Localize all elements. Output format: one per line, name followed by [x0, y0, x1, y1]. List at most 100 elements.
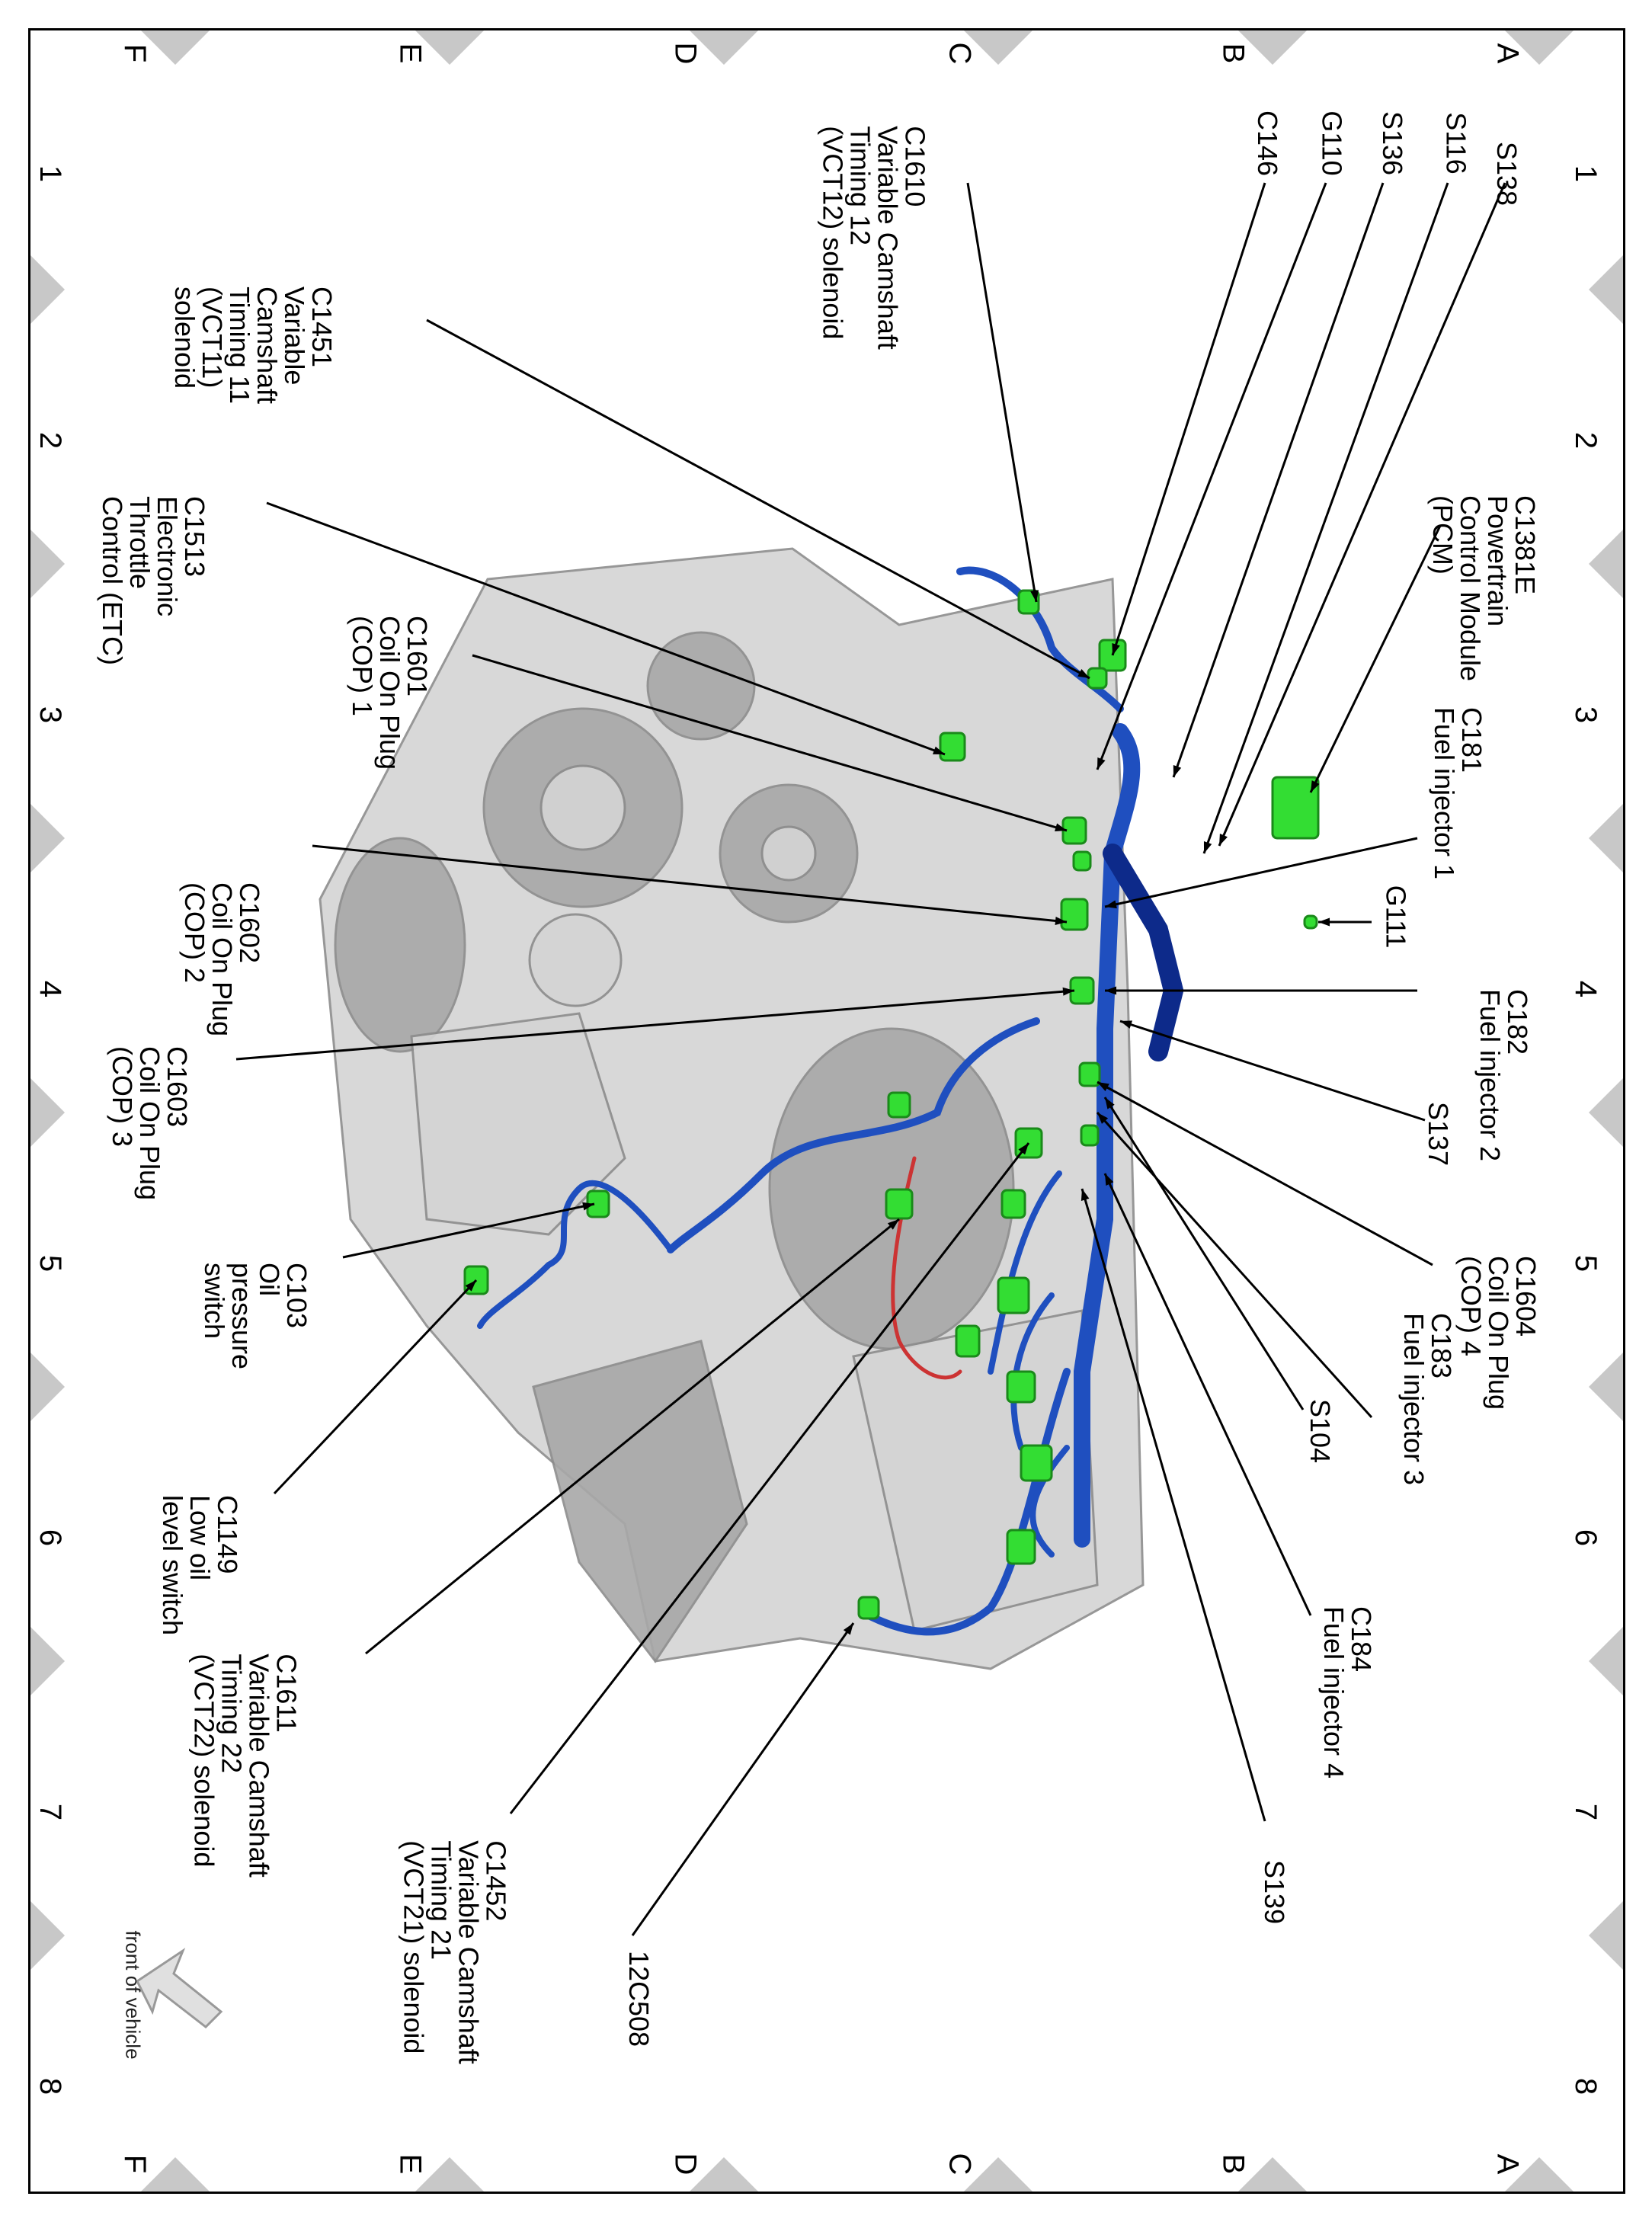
label-c1604: C1604 Coil On Plug (COP) 4 — [1455, 1255, 1542, 1410]
c181-connector — [1072, 850, 1092, 872]
leader-c1604 — [1097, 1081, 1433, 1266]
c1513-connector — [939, 732, 966, 762]
leader-g111-arrowhead — [1318, 917, 1330, 927]
leader-c182-arrowhead — [1105, 986, 1117, 995]
leader-c181-arrowhead — [1105, 900, 1117, 909]
leader-s137-arrowhead — [1120, 1020, 1132, 1029]
leader-c1610 — [966, 182, 1038, 603]
label-c1602: C1602 Coil On Plug (COP) 2 — [179, 882, 266, 1037]
label-c1149: C1149 Low oil level switch — [157, 1494, 244, 1636]
zone-marker-right-3 — [1589, 804, 1623, 872]
grid-row-label-bottom-e: E — [393, 2153, 427, 2175]
leader-c183-arrowhead — [1097, 1113, 1109, 1124]
leader-c146 — [1111, 182, 1266, 656]
grid-column-label-right-5: 5 — [1569, 1254, 1603, 1273]
label-s136: S136 — [1377, 110, 1409, 176]
leader-s138-arrowhead — [1219, 834, 1228, 846]
12c508-connector — [857, 1596, 880, 1620]
grid-column-label-left-4: 4 — [34, 980, 68, 998]
zone-marker-top-5 — [1238, 30, 1307, 65]
leader-c1602-arrowhead — [1055, 917, 1067, 925]
grid-row-label-top-c: C — [943, 42, 977, 65]
injector-harness-connector-e — [1006, 1529, 1036, 1565]
zone-marker-top-1 — [141, 30, 210, 65]
leader-c1611-arrowhead — [887, 1219, 899, 1230]
leader-c1451-arrowhead — [1077, 669, 1090, 678]
wiring-harness — [477, 566, 1184, 1636]
zone-marker-left-3 — [30, 804, 65, 872]
leader-c1602 — [312, 844, 1068, 924]
leader-c1381e — [1309, 525, 1442, 793]
zone-marker-bottom-1 — [141, 2157, 210, 2192]
grid-column-label-left-7: 7 — [34, 1803, 68, 1821]
zone-marker-top-3 — [690, 30, 758, 65]
zone-marker-left-2 — [30, 530, 65, 598]
zone-marker-left-4 — [30, 1078, 65, 1147]
harness-trunk — [1074, 723, 1141, 1548]
injector-harness-connector-c — [1006, 1370, 1036, 1404]
label-c146: C146 — [1252, 110, 1284, 177]
leader-c1603 — [235, 989, 1075, 1061]
c183-connector — [1080, 1124, 1100, 1147]
label-c1610: C1610 Variable Camshaft Timing 12 (VCT12… — [817, 126, 931, 350]
grid-row-label-bottom-d: D — [668, 2153, 703, 2176]
label-c1381e: C1381E Powertrain Control Module (PCM) — [1427, 495, 1542, 682]
zone-border-markers — [30, 30, 1623, 2192]
leader-c1601 — [472, 654, 1068, 832]
leader-c1603-arrowhead — [1062, 987, 1074, 996]
label-s104: S104 — [1305, 1398, 1337, 1464]
oil-pan — [532, 1340, 748, 1663]
zone-marker-right-1 — [1589, 255, 1623, 324]
label-c1513: C1513 Electronic Throttle Control (ETC) — [97, 495, 211, 666]
leader-c1513-arrowhead — [933, 746, 945, 754]
grid-row-label-top-f: F — [118, 43, 152, 63]
idler-pulley — [646, 631, 756, 741]
leader-c184-arrowhead — [1105, 1173, 1114, 1186]
harness-oil-branch — [477, 1180, 674, 1329]
label-g111: G111 — [1380, 885, 1412, 949]
leader-s104 — [1103, 1097, 1305, 1410]
c1381e-connector — [1271, 776, 1320, 840]
leader-s139 — [1081, 1188, 1266, 1822]
grid-row-label-top-d: D — [668, 42, 703, 65]
leader-s116 — [1202, 182, 1449, 854]
zone-marker-bottom-5 — [1238, 2157, 1307, 2192]
label-c1611: C1611 Variable Camshaft Timing 22 (VCT22… — [188, 1654, 303, 1878]
leader-c184 — [1103, 1173, 1312, 1616]
leader-c1610-arrowhead — [1030, 590, 1039, 602]
leader-c1452 — [509, 1142, 1030, 1814]
zone-marker-top-2 — [415, 30, 484, 65]
injector-harness-connector-a — [997, 1276, 1030, 1314]
zone-marker-left-7 — [30, 1901, 65, 1970]
label-s138: S138 — [1491, 141, 1523, 207]
leader-s138 — [1218, 182, 1506, 847]
leader-c1513 — [266, 501, 946, 756]
zone-marker-top-6 — [1505, 30, 1574, 65]
leader-c1381e-arrowhead — [1311, 780, 1320, 792]
zone-marker-right-2 — [1589, 530, 1623, 598]
leader-12c508 — [631, 1622, 855, 1936]
grid-row-label-top-b: B — [1216, 43, 1250, 64]
leader-12c508-arrowhead — [843, 1623, 853, 1635]
zone-marker-left-5 — [30, 1353, 65, 1421]
diagram-frame — [28, 28, 1625, 2194]
label-s116: S116 — [1440, 112, 1472, 174]
grid-column-label-right-2: 2 — [1569, 431, 1603, 450]
leader-c1452-arrowhead — [1018, 1143, 1029, 1155]
zone-marker-bottom-4 — [964, 2157, 1032, 2192]
label-c1601: C1601 Coil On Plug (COP) 1 — [347, 615, 434, 770]
leader-c181 — [1104, 837, 1418, 908]
grid-column-label-left-3: 3 — [34, 706, 68, 724]
grid-column-label-left-6: 6 — [34, 1529, 68, 1547]
grid-column-label-right-3: 3 — [1569, 706, 1603, 724]
grid-column-label-right-8: 8 — [1569, 2077, 1603, 2096]
engine-block — [319, 547, 1145, 1670]
zone-marker-right-7 — [1589, 1901, 1623, 1970]
leader-c183 — [1096, 1111, 1373, 1419]
leader-c1611 — [365, 1218, 900, 1655]
harness-pcm-branch — [1103, 844, 1184, 1061]
label-c1603: C1603 Coil On Plug (COP) 3 — [107, 1045, 194, 1201]
intake-manifold — [852, 1309, 1099, 1632]
label-c181: C181 Fuel injector 1 — [1429, 706, 1488, 880]
